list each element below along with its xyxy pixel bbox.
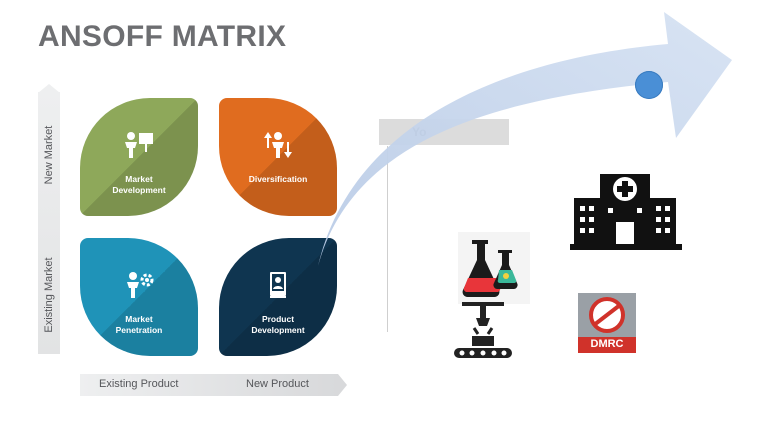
quadrant-label-line2: Development (251, 325, 305, 335)
swap-person-icon (264, 132, 292, 158)
x-axis-label-existing-product: Existing Product (99, 378, 179, 390)
quadrant-shade (80, 98, 198, 216)
quadrant-label-line2: Development (112, 185, 166, 195)
quadrant-market-development: Market Development (80, 98, 198, 216)
quadrant-label-line1: Diversification (248, 174, 308, 184)
quadrant-diversification: Diversification (219, 98, 337, 216)
presenter-icon (125, 132, 153, 158)
quadrant-label-line1: Market (125, 174, 153, 184)
y-axis-arrow-tip (38, 84, 60, 93)
x-axis-bar (80, 374, 338, 396)
quadrant-label-line1: Product (261, 314, 295, 324)
progress-dot (635, 71, 663, 99)
book-icon (270, 272, 286, 298)
page-title: ANSOFF MATRIX (38, 20, 287, 53)
dmrc-logo-text: DMRC (590, 338, 624, 350)
gear-person-icon (127, 272, 154, 298)
quadrant-shade (80, 238, 198, 356)
quadrant-product-development: Product Development (219, 238, 337, 356)
factory-robot-icon (454, 302, 512, 358)
quadrant-label-line1: Market (125, 314, 153, 324)
x-axis-label-new-product: New Product (246, 378, 309, 390)
quadrant-label-line2: Penetration (115, 325, 163, 335)
y-axis-bar (38, 92, 60, 354)
quadrant-market-penetration: Market Penetration (80, 238, 198, 356)
dmrc-emblem (578, 297, 636, 353)
lab-flask-icon (458, 232, 530, 304)
timeline-line (387, 146, 388, 332)
x-axis-arrow-tip (338, 374, 347, 396)
hospital-icon (570, 174, 682, 250)
dmrc-logo-icon (578, 293, 636, 353)
